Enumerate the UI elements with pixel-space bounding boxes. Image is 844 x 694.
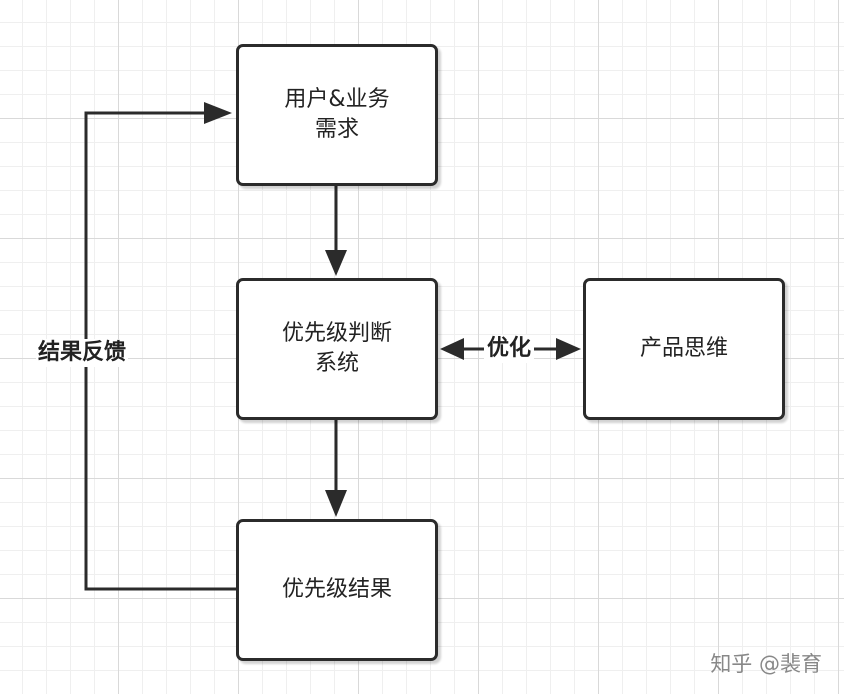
node-priority-judgment-system: 优先级判断 系统 xyxy=(236,278,438,420)
arrowhead-demand-to-system xyxy=(325,250,347,276)
node-product-thinking: 产品思维 xyxy=(583,278,785,420)
watermark-text: 知乎 @裴育 xyxy=(710,652,822,676)
node-user-business-demand: 用户&业务 需求 xyxy=(236,44,438,186)
node-priority-result: 优先级结果 xyxy=(236,519,438,661)
node-priority-judgment-system-line1: 优先级判断 xyxy=(281,321,392,346)
arrowhead-feedback xyxy=(204,102,232,124)
node-priority-judgment-system-line2: 系统 xyxy=(314,351,359,376)
arrowhead-optimize-left xyxy=(440,338,464,360)
arrowhead-optimize-right xyxy=(556,338,581,360)
node-user-business-demand-line1: 用户&业务 xyxy=(284,87,390,112)
edge-label-optimize: 优化 xyxy=(484,335,535,363)
edge-label-feedback: 结果反馈 xyxy=(36,339,129,367)
node-product-thinking-label: 产品思维 xyxy=(639,336,728,361)
node-user-business-demand-line2: 需求 xyxy=(314,117,359,142)
node-priority-result-label: 优先级结果 xyxy=(281,577,392,602)
arrowhead-system-to-result xyxy=(325,490,347,517)
